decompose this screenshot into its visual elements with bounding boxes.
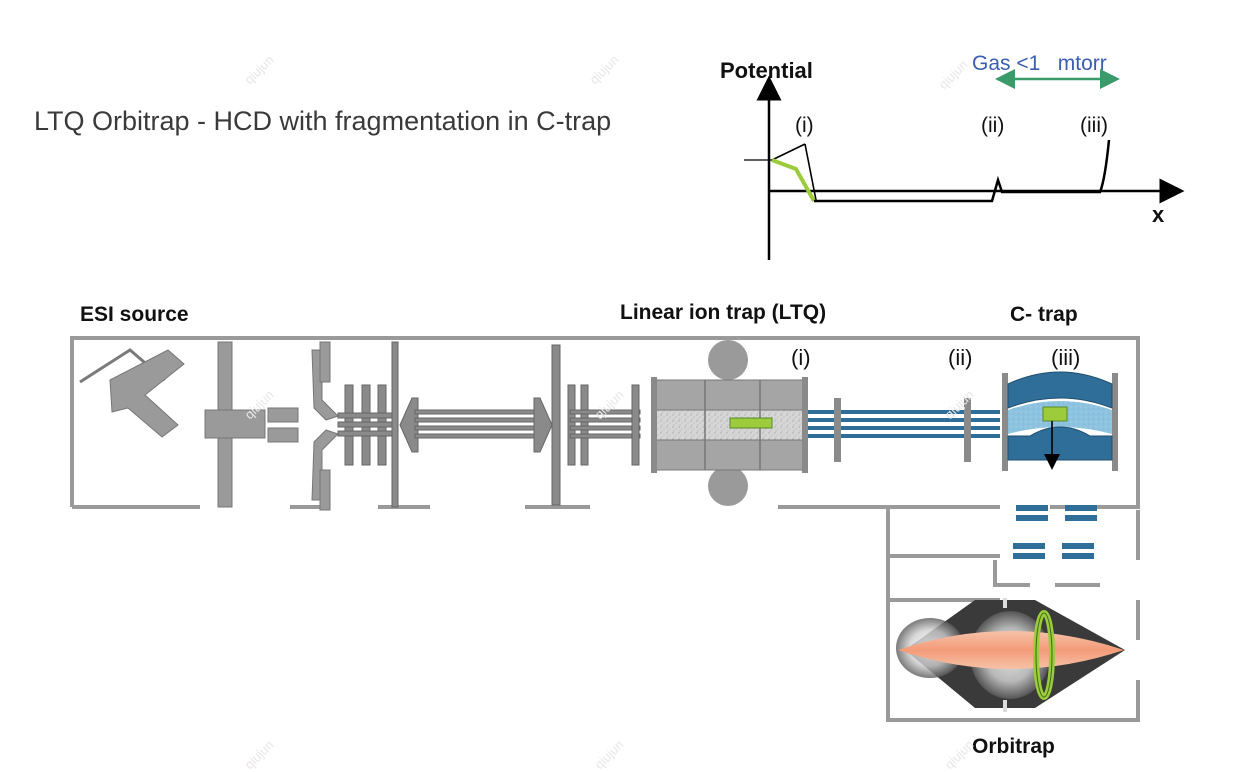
linear-ion-trap — [651, 340, 808, 506]
svg-text:qiujun: qiujun — [242, 52, 277, 87]
svg-text:qiujun: qiujun — [592, 387, 627, 422]
orbitrap-analyzer — [896, 598, 1125, 712]
plot-marker-i: (i) — [795, 114, 814, 137]
c-trap-label: C- trap — [1010, 303, 1078, 326]
svg-text:qiujun: qiujun — [587, 52, 622, 87]
linear-ion-trap-label: Linear ion trap (LTQ) — [620, 301, 827, 324]
svg-text:qiujun: qiujun — [242, 737, 277, 772]
x-axis-label: x — [1152, 202, 1165, 227]
esi-source-label: ESI source — [80, 303, 189, 326]
hcd-multipole — [808, 398, 1000, 462]
potential-green-segment — [771, 158, 816, 202]
page-title: LTQ Orbitrap - HCD with fragmentation in… — [34, 106, 612, 136]
inst-marker-ii: (ii) — [948, 345, 972, 370]
ion-packet-ctrap — [1042, 406, 1068, 422]
svg-text:qiujun: qiujun — [942, 737, 977, 772]
c-trap — [1002, 371, 1118, 471]
orbitrap-chamber — [886, 507, 1140, 722]
inst-marker-i: (i) — [791, 345, 811, 370]
potential-plot: Potential Gas <1 mtorr x (i) (ii) (iii) … — [720, 52, 1185, 260]
orbitrap-label: Orbitrap — [972, 735, 1055, 758]
potential-profile — [814, 139, 1111, 203]
plot-marker-iii: (iii) — [1080, 114, 1108, 137]
marker-i-pointers — [771, 143, 817, 201]
plot-marker-ii: (ii) — [981, 114, 1004, 137]
svg-text:qiujun: qiujun — [942, 387, 977, 422]
svg-text:qiujun: qiujun — [592, 737, 627, 772]
inst-marker-iii: (iii) — [1051, 345, 1080, 370]
esi-needle — [79, 348, 185, 438]
housing-outline — [70, 336, 1140, 509]
ion-packet-ltq — [729, 417, 773, 429]
